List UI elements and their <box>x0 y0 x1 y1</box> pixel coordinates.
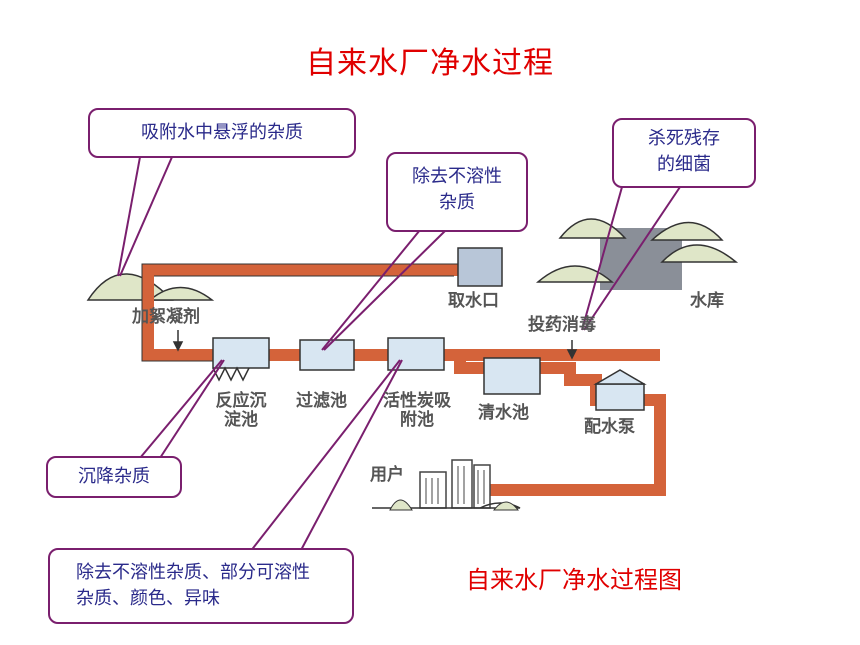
pointer-lines <box>117 156 681 553</box>
callout-settle: 沉降杂质 <box>46 456 182 498</box>
page-title: 自来水厂净水过程 <box>306 46 554 81</box>
label-intake: 取水口 <box>448 291 499 311</box>
label-carbon-tank: 活性炭吸附池 <box>383 391 451 430</box>
pump-shape <box>595 383 645 411</box>
callout-kill: 杀死残存的细菌 <box>612 118 756 188</box>
callout-adsorb: 吸附水中悬浮的杂质 <box>88 108 356 158</box>
diagram-caption: 自来水厂净水过程图 <box>466 566 682 594</box>
callout-filter: 除去不溶性杂质 <box>386 152 528 232</box>
pipe-outline <box>141 263 458 362</box>
intake-box <box>457 247 503 287</box>
clear-tank-shape <box>483 357 541 395</box>
label-clear-tank: 清水池 <box>478 403 529 423</box>
user-buildings <box>419 459 491 509</box>
label-filter-tank: 过滤池 <box>296 391 347 411</box>
water-pipe <box>142 264 666 496</box>
filter-tank-shape <box>299 339 355 371</box>
sediment-outlet <box>212 366 250 382</box>
label-sediment-tank: 反应沉淀池 <box>215 391 267 430</box>
label-disinfect: 投药消毒 <box>528 315 596 335</box>
callout-carbon: 除去不溶性杂质、部分可溶性杂质、颜色、异味 <box>48 548 354 624</box>
label-reservoir: 水库 <box>690 291 724 311</box>
label-pump: 配水泵 <box>584 417 635 437</box>
label-coagulant: 加絮凝剂 <box>132 307 200 327</box>
tree-icon <box>86 218 739 301</box>
pump-roof <box>593 369 647 385</box>
label-user: 用户 <box>370 465 404 485</box>
